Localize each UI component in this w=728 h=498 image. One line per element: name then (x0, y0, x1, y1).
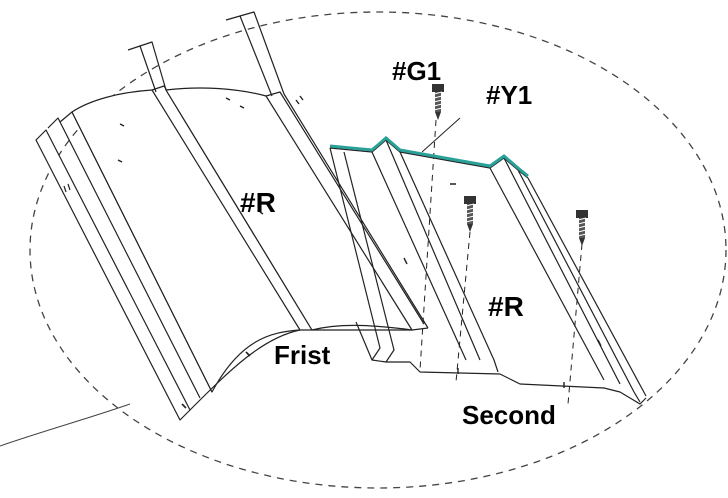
self-drilling-screw-icon (464, 196, 476, 232)
caption-first: Frist (274, 340, 331, 370)
caption-second: Second (462, 400, 556, 430)
first-roof-sheet (35, 11, 429, 421)
second-roof-sheet (329, 117, 647, 405)
label-seal-strip: #Y1 (486, 80, 532, 110)
seal-strip (329, 136, 529, 178)
label-first-sheet: #R (240, 187, 276, 218)
leader-curve (0, 403, 131, 447)
self-drilling-screw-icon (432, 84, 444, 120)
self-drilling-screw-icon (576, 210, 588, 246)
label-screw: #G1 (392, 56, 441, 86)
detail-ellipse (29, 11, 727, 489)
label-second-sheet: #R (488, 291, 524, 322)
